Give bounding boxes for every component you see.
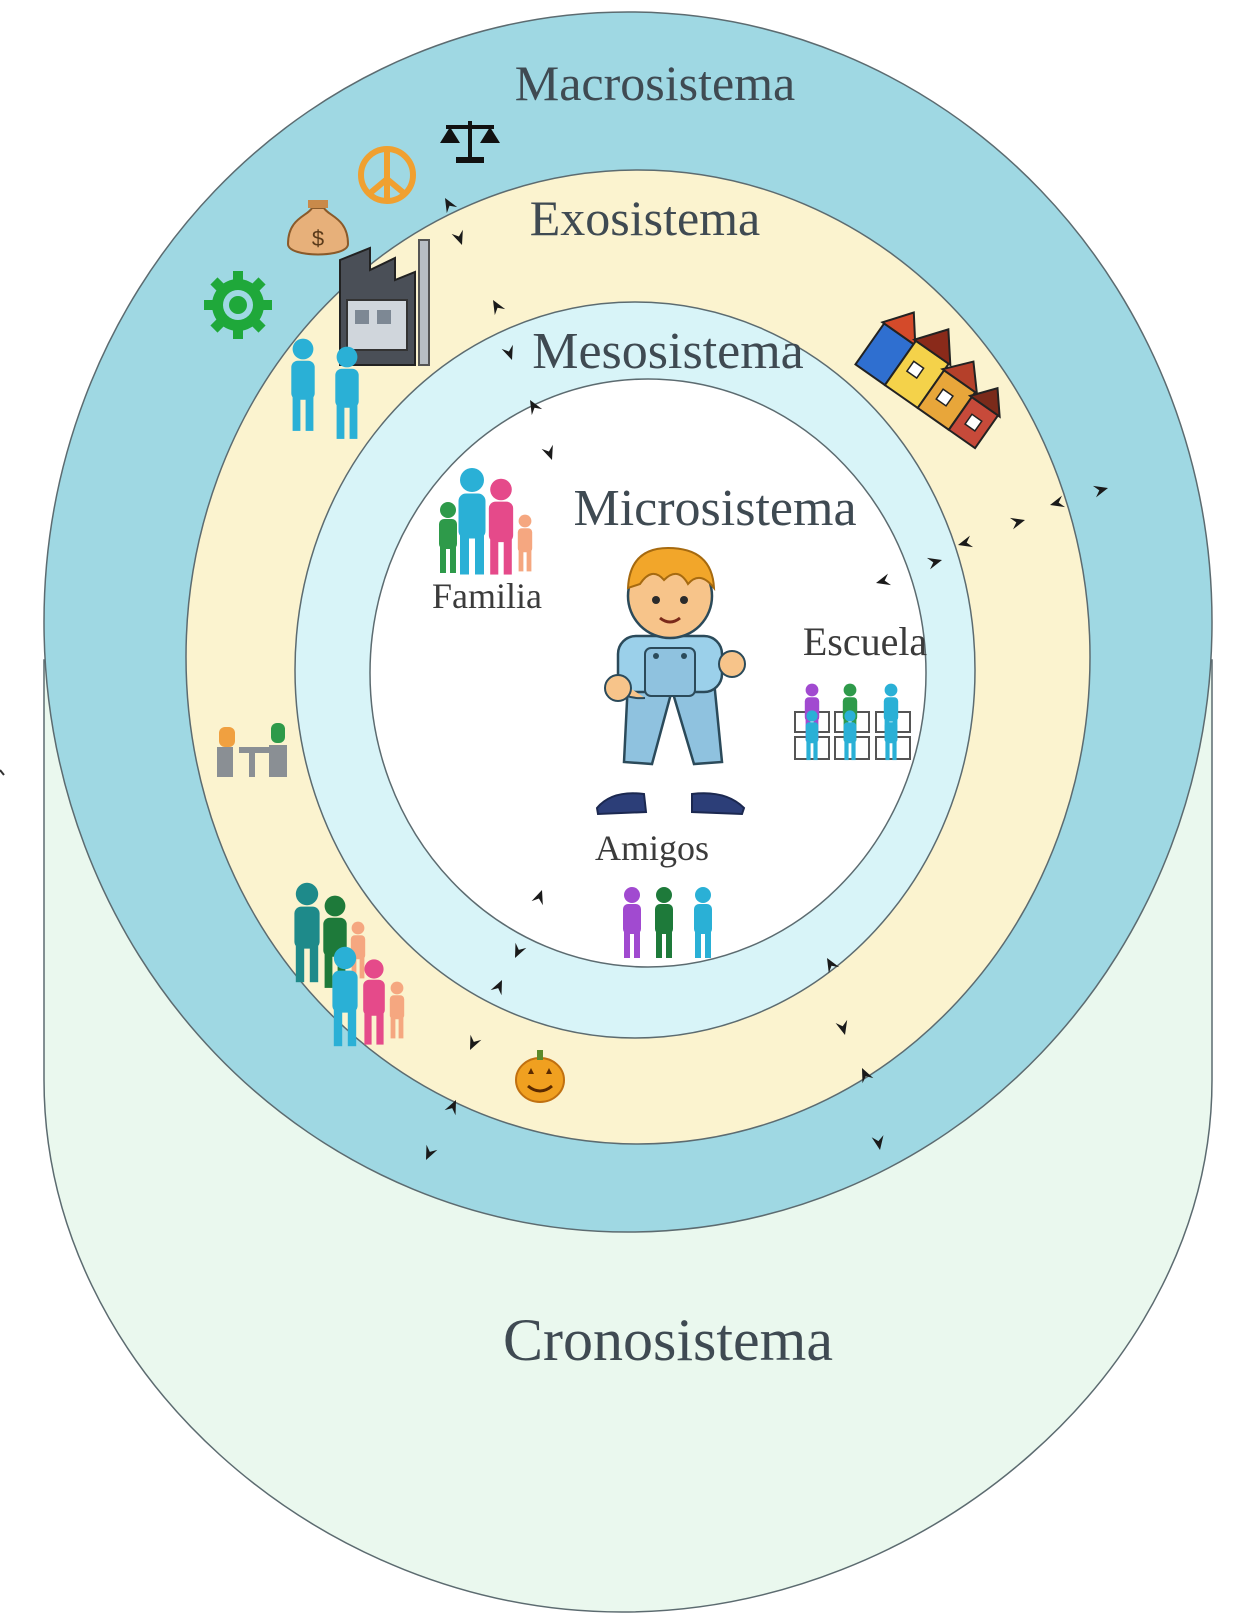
money-bag-icon: $	[286, 200, 350, 256]
cronosistema-label: Cronosistema	[503, 1307, 833, 1373]
factory-icon	[339, 239, 430, 366]
classroom-desks-icon	[794, 683, 911, 761]
macrosistema-label: Macrosistema	[515, 55, 795, 111]
exosistema-label: Exosistema	[530, 190, 761, 246]
svg-text:$: $	[312, 226, 324, 251]
peace-sign-icon	[358, 146, 416, 204]
balance-scale-icon	[440, 121, 500, 163]
meeting-table-icon	[217, 723, 287, 777]
friends-icon	[623, 887, 712, 958]
escuela-label: Escuela	[803, 619, 928, 664]
houses-icon	[854, 311, 1001, 450]
child-figure	[595, 546, 746, 816]
amigos-label: Amigos	[595, 828, 709, 868]
edge-mark	[0, 769, 5, 776]
familia-label: Familia	[432, 576, 542, 616]
mesosistema-label: Mesosistema	[532, 323, 804, 380]
microsistema-label: Microsistema	[573, 480, 856, 537]
pumpkin-icon	[515, 1050, 565, 1103]
gear-icon	[204, 271, 272, 339]
